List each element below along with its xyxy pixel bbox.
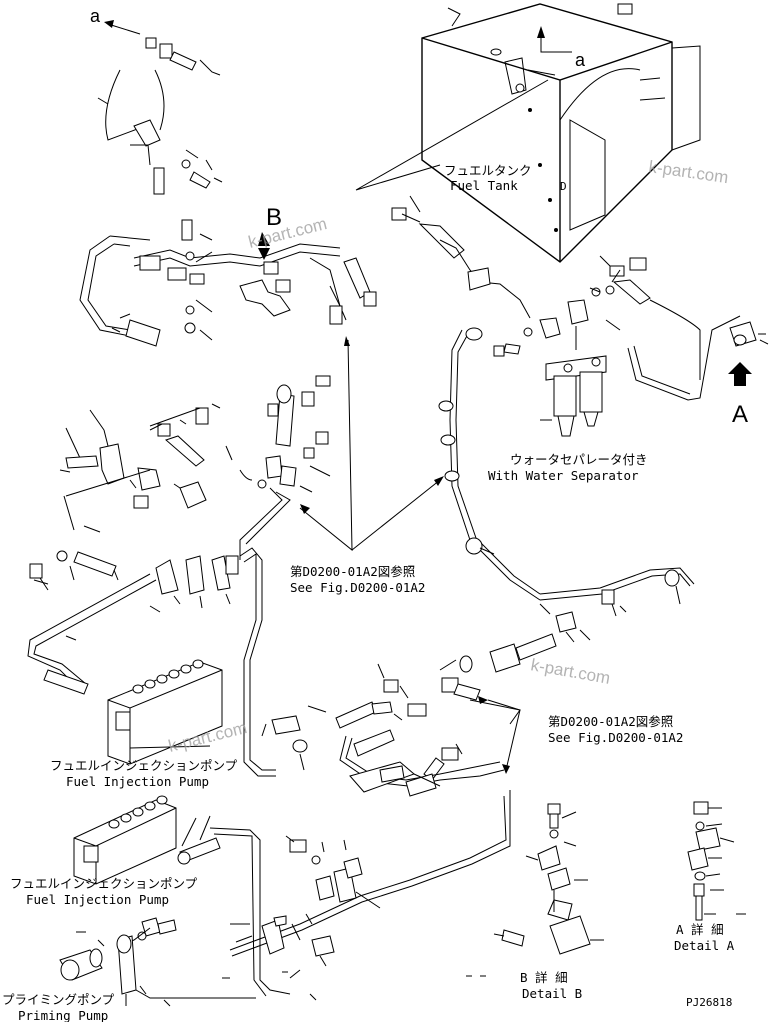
detail-A-connector: A bbox=[627, 315, 769, 428]
fuel-tank-label-jp: フュエルタンク bbox=[444, 163, 532, 178]
see-fig-2-jp: 第D0200-01A2図参照 bbox=[548, 714, 673, 729]
water-separator bbox=[523, 255, 701, 437]
detail-B bbox=[466, 803, 604, 977]
upper-hose-assembly bbox=[79, 219, 377, 347]
fuel-injection-pump-1-label-en: Fuel Injection Pump bbox=[66, 774, 209, 789]
see-fig-2-en: See Fig.D0200-01A2 bbox=[548, 730, 683, 745]
ref-label-A: A bbox=[732, 401, 748, 428]
water-separator-label-jp: ウォータセパレータ付き bbox=[510, 452, 648, 467]
fuel-injection-pump-1 bbox=[107, 659, 223, 765]
tank-outlet-hoses bbox=[391, 195, 541, 601]
watermark-2: k-part.com bbox=[246, 214, 329, 252]
fuel-injection-pump-2-label-en: Fuel Injection Pump bbox=[26, 892, 169, 907]
detail-B-label-en: Detail B bbox=[522, 986, 582, 1001]
center-lower-fittings bbox=[261, 663, 505, 797]
fuel-injection-pump-2 bbox=[73, 795, 177, 885]
top-left-fittings bbox=[97, 37, 223, 195]
ref-label-a-tank: a bbox=[575, 50, 586, 70]
water-separator-label-en: With Water Separator bbox=[488, 468, 639, 483]
detail-A bbox=[687, 801, 746, 921]
see-fig-callout-1 bbox=[299, 336, 444, 552]
fuel-injection-pump-2-label-jp: フュエルインジェクションポンプ bbox=[10, 876, 198, 891]
watermark-1: k-part.com bbox=[647, 157, 729, 187]
tank-mark: D bbox=[560, 180, 567, 193]
detail-A-label-jp: A 詳 細 bbox=[676, 922, 724, 937]
see-fig-1-en: See Fig.D0200-01A2 bbox=[290, 580, 425, 595]
ref-label-B: B bbox=[266, 204, 282, 231]
ref-label-a-top-left: a bbox=[90, 6, 101, 26]
detail-A-label-en: Detail A bbox=[674, 938, 735, 953]
see-fig-callout-2 bbox=[469, 696, 521, 774]
mid-left-parts bbox=[59, 403, 221, 533]
ref-arrow-a-top-left: a bbox=[90, 6, 141, 35]
fuel-tank: D bbox=[421, 3, 701, 263]
detail-B-label-jp: B 詳 細 bbox=[520, 970, 568, 985]
center-fittings bbox=[225, 375, 331, 560]
left-main-hose bbox=[27, 547, 276, 777]
lower-main-hose bbox=[59, 790, 511, 1007]
priming-pump-label-en: Priming Pump bbox=[18, 1008, 108, 1022]
see-fig-1-jp: 第D0200-01A2図参照 bbox=[290, 564, 415, 579]
right-lower-hoses bbox=[439, 567, 695, 725]
fuel-injection-pump-1-label-jp: フュエルインジェクションポンプ bbox=[50, 758, 238, 773]
drawing-code: PJ26818 bbox=[686, 996, 732, 1009]
ref-arrow-a-tank: a bbox=[537, 26, 586, 70]
priming-pump-label-jp: プライミングポンプ bbox=[2, 992, 115, 1007]
fuel-tank-label-en: Fuel Tank bbox=[450, 178, 518, 193]
watermark-3: k-part.com bbox=[529, 655, 611, 688]
